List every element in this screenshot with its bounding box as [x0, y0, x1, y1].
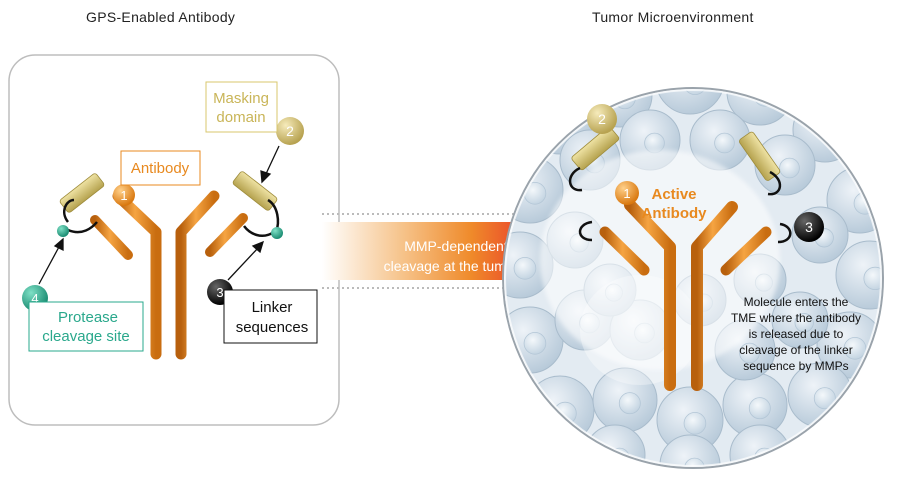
masking-label-box [205, 81, 278, 133]
antibody-label-box [120, 150, 201, 186]
cell-nucleus [644, 132, 665, 154]
cell-nucleus [714, 132, 735, 154]
active-antibody-line2: Antibody [642, 205, 708, 222]
left-panel-box [8, 54, 340, 426]
protease-label-line1: Protease [58, 309, 118, 326]
cell-nucleus [813, 387, 836, 410]
linker-label-line1: Linker [252, 299, 293, 316]
arrow-text-line2: cleavage at the tumor [384, 258, 519, 274]
cell-nucleus [683, 90, 707, 96]
protease-site-left [57, 225, 69, 237]
protease-label-box [28, 301, 144, 352]
left-panel-title: GPS-Enabled Antibody [86, 9, 236, 25]
cell-nucleus [553, 401, 577, 426]
tumor-cell [584, 424, 646, 466]
badge-4-left-text: 4 [31, 291, 38, 306]
badge-2-left-text: 2 [286, 123, 294, 139]
right-antibody [599, 199, 772, 391]
linker-label-box [223, 289, 318, 344]
badge-1-left-text: 1 [120, 188, 127, 203]
protease-site-right [271, 227, 283, 239]
cleavage-arrow [322, 210, 552, 292]
cell-nucleus [683, 412, 707, 435]
cell-nucleus [748, 397, 771, 420]
cell-nucleus [843, 337, 867, 360]
masking-label-line2: domain [216, 109, 265, 126]
right-masking-domains [571, 126, 781, 181]
tumor-cell [655, 90, 725, 115]
badge-2-right-text: 2 [598, 111, 606, 127]
tumor-cells [505, 90, 881, 466]
badge-3-right [794, 212, 824, 242]
cell-nucleus [794, 313, 814, 333]
description-line-1: Molecule enters the [744, 295, 849, 309]
cell-nucleus [523, 332, 547, 355]
right-linkers [568, 166, 792, 244]
description-line-3: is released due to [749, 327, 844, 341]
cell-nucleus [739, 342, 760, 364]
linker-label-line2: sequences [236, 319, 309, 336]
description-line-2: TME where the antibody [731, 311, 861, 325]
left-antibody [90, 190, 248, 360]
badge-3-left-text: 3 [216, 285, 223, 300]
description-line-5: sequence by MMPs [743, 359, 848, 373]
antibody-label: Antibody [131, 160, 190, 177]
masking-label-line1: Masking [213, 90, 269, 107]
active-antibody-line1: Active [651, 186, 696, 203]
cell-nucleus [513, 257, 537, 280]
pointer-arrows [38, 145, 280, 285]
badge-3-right-text: 3 [805, 219, 813, 235]
badge-2-right [587, 104, 617, 134]
badge-1-right [615, 181, 639, 205]
tme-description: Molecule enters the TME where the antibo… [731, 295, 861, 373]
badge-1-left [113, 184, 135, 206]
badge-1-right-text: 1 [623, 186, 630, 201]
right-panel-title: Tumor Microenvironment [592, 9, 754, 25]
cell-nucleus [779, 157, 800, 179]
cell-nucleus [618, 392, 641, 415]
protease-label-line2: cleavage site [42, 328, 130, 345]
arrow-text-line1: MMP-dependent [404, 238, 508, 254]
tme-circle-rim [504, 89, 882, 467]
cell-nucleus [684, 457, 705, 466]
description-line-4: cleavage of the linker [739, 343, 852, 357]
badge-2-left [276, 117, 304, 145]
